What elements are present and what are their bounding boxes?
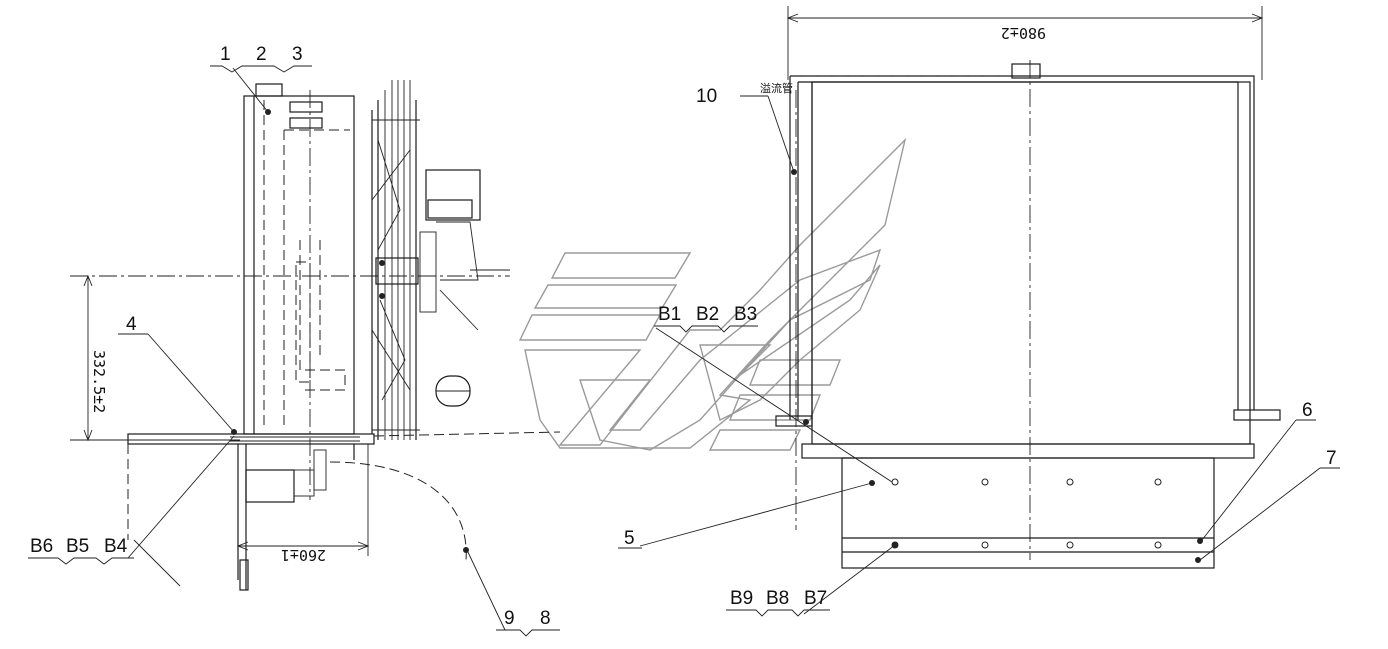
- label-b7: B7: [804, 588, 827, 609]
- label-1: 1: [220, 44, 231, 65]
- label-group-b9-b8-b7: B9 B8 B7: [726, 588, 830, 617]
- label-group-9-8: 9 8: [496, 608, 560, 637]
- label-b3: B3: [734, 304, 757, 325]
- label-5: 5: [624, 528, 635, 549]
- label-9: 9: [504, 608, 515, 629]
- label-b9: B9: [730, 588, 753, 609]
- label-b8: B8: [766, 588, 789, 609]
- label-b1: B1: [658, 304, 681, 325]
- overflow-pipe-note: 溢流管: [760, 81, 793, 95]
- watermark-logo: [518, 137, 907, 451]
- dimension-top-width: 980±2: [1001, 24, 1046, 42]
- label-group-b6-b5-b4: B6 B5 B4: [28, 536, 134, 565]
- front-view: [639, 6, 1321, 615]
- label-b4: B4: [104, 536, 128, 557]
- label-3: 3: [292, 44, 303, 65]
- label-4: 4: [126, 314, 137, 335]
- label-group-b1-b2-b3: B1 B2 B3: [654, 304, 758, 333]
- label-6: 6: [1302, 400, 1313, 421]
- label-7: 7: [1326, 448, 1337, 469]
- side-view: [70, 67, 561, 631]
- label-b6: B6: [30, 536, 53, 557]
- dimension-left-height: 332.5±2: [90, 350, 108, 413]
- dimension-bottom-width: 260±1: [281, 546, 326, 564]
- label-8: 8: [540, 608, 551, 629]
- label-b5: B5: [66, 536, 89, 557]
- label-b2: B2: [696, 304, 719, 325]
- label-group-1-2-3: 1 2 3: [210, 44, 312, 73]
- label-2: 2: [256, 44, 267, 65]
- label-10: 10: [696, 86, 717, 107]
